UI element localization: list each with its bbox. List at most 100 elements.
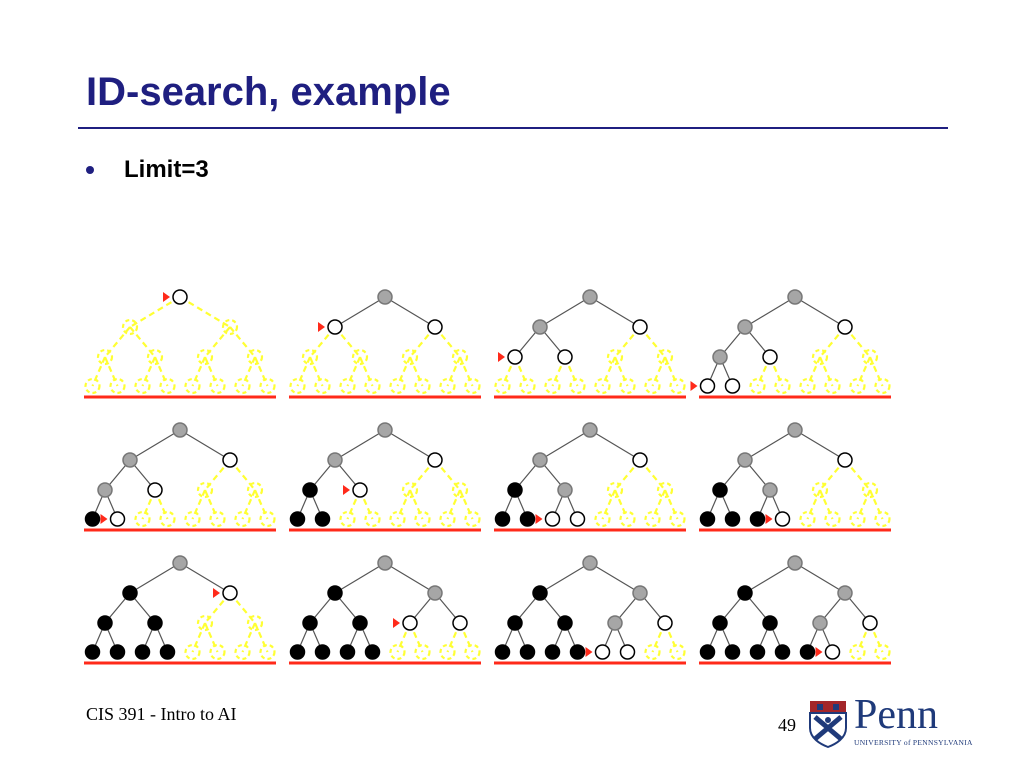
tree-node [234, 377, 251, 395]
tree-node [389, 510, 406, 528]
tree-panel [699, 555, 891, 665]
tree-node [837, 452, 853, 468]
penn-subtitle: UNIVERSITY of PENNSYLVANIA [854, 738, 973, 747]
tree-edge [794, 562, 846, 594]
tree-node [812, 615, 828, 631]
tree-node [439, 643, 456, 661]
tree-panel [494, 289, 686, 399]
tree-edge [446, 489, 462, 520]
tree-node [582, 555, 598, 571]
tree-node [184, 643, 201, 661]
tree-node [327, 452, 343, 468]
tree-edge [794, 296, 846, 328]
tree-node [544, 377, 561, 395]
tree-node [364, 644, 381, 660]
tree-node [172, 289, 188, 305]
tree-edge [203, 489, 219, 520]
tree-node [377, 289, 393, 305]
tree-node [451, 348, 469, 366]
tree-node [749, 644, 766, 660]
tree-node [246, 614, 264, 632]
tree-node [122, 585, 138, 601]
tree-edge [458, 489, 474, 520]
tree-edge [204, 326, 231, 358]
penn-logo: Penn UNIVERSITY of PENNSYLVANIA [808, 694, 972, 752]
tree-node [824, 377, 841, 395]
tree-edge [129, 326, 156, 358]
tree-node [874, 377, 891, 395]
tree-node [221, 318, 239, 336]
tree-panel [289, 289, 481, 399]
tree-node [594, 510, 611, 528]
tree-node [172, 422, 188, 438]
current-node-marker-icon [318, 322, 325, 332]
tree-node [762, 482, 778, 498]
tree-edge [253, 356, 269, 387]
current-node-marker-icon [585, 647, 593, 657]
tree-node [134, 510, 151, 528]
tree-node [712, 482, 728, 498]
tree-node [147, 482, 163, 498]
tree-node [557, 482, 573, 498]
tree-node [121, 318, 139, 336]
tree-node [439, 377, 456, 395]
tree-node [184, 510, 201, 528]
tree-node [109, 511, 126, 527]
tree-panel [494, 555, 686, 665]
tree-edge [744, 429, 796, 461]
tree-node [327, 319, 343, 335]
tree-node [259, 510, 276, 528]
tree-node [669, 643, 686, 661]
tree-node [452, 615, 468, 631]
tree-node [222, 585, 238, 601]
tree-edge [253, 622, 269, 653]
tree-node [289, 511, 306, 527]
tree-node [699, 644, 716, 660]
current-node-marker-icon [498, 352, 505, 362]
tree-node [389, 643, 406, 661]
tree-node [837, 585, 853, 601]
tree-node [439, 510, 456, 528]
tree-panel [690, 289, 891, 399]
tree-node [656, 348, 674, 366]
tree-node [377, 422, 393, 438]
tree-node [606, 481, 624, 499]
tree-edge [129, 562, 181, 594]
tree-edge [663, 356, 679, 387]
tree-node [84, 377, 101, 395]
tree-panel [84, 422, 276, 532]
tree-node [582, 289, 598, 305]
tree-node [327, 585, 343, 601]
tree-node [427, 585, 443, 601]
tree-node [712, 349, 728, 365]
tree-node [427, 319, 443, 335]
tree-node [644, 643, 661, 661]
current-node-marker-icon [765, 514, 773, 524]
tree-node [824, 644, 841, 660]
tree-edge [589, 296, 641, 328]
tree-node [301, 348, 319, 366]
tree-edge [806, 489, 822, 520]
tree-node [861, 348, 879, 366]
current-node-marker-icon [815, 647, 823, 657]
tree-node [246, 348, 264, 366]
tree-edge [308, 356, 324, 387]
tree-edge [613, 356, 629, 387]
tree-node [656, 481, 674, 499]
tree-edge [241, 356, 257, 387]
tree-node [849, 377, 866, 395]
tree-node [209, 643, 226, 661]
tree-node [699, 511, 716, 527]
current-node-marker-icon [100, 514, 108, 524]
tree-node [582, 422, 598, 438]
tree-panel [289, 555, 481, 665]
tree-edge [663, 489, 679, 520]
tree-node [109, 377, 126, 395]
tree-node [159, 510, 176, 528]
tree-node [607, 615, 623, 631]
tree-edge [458, 356, 474, 387]
current-node-marker-icon [690, 381, 698, 391]
tree-node [196, 348, 214, 366]
tree-panel [699, 422, 891, 532]
tree-node [494, 377, 511, 395]
